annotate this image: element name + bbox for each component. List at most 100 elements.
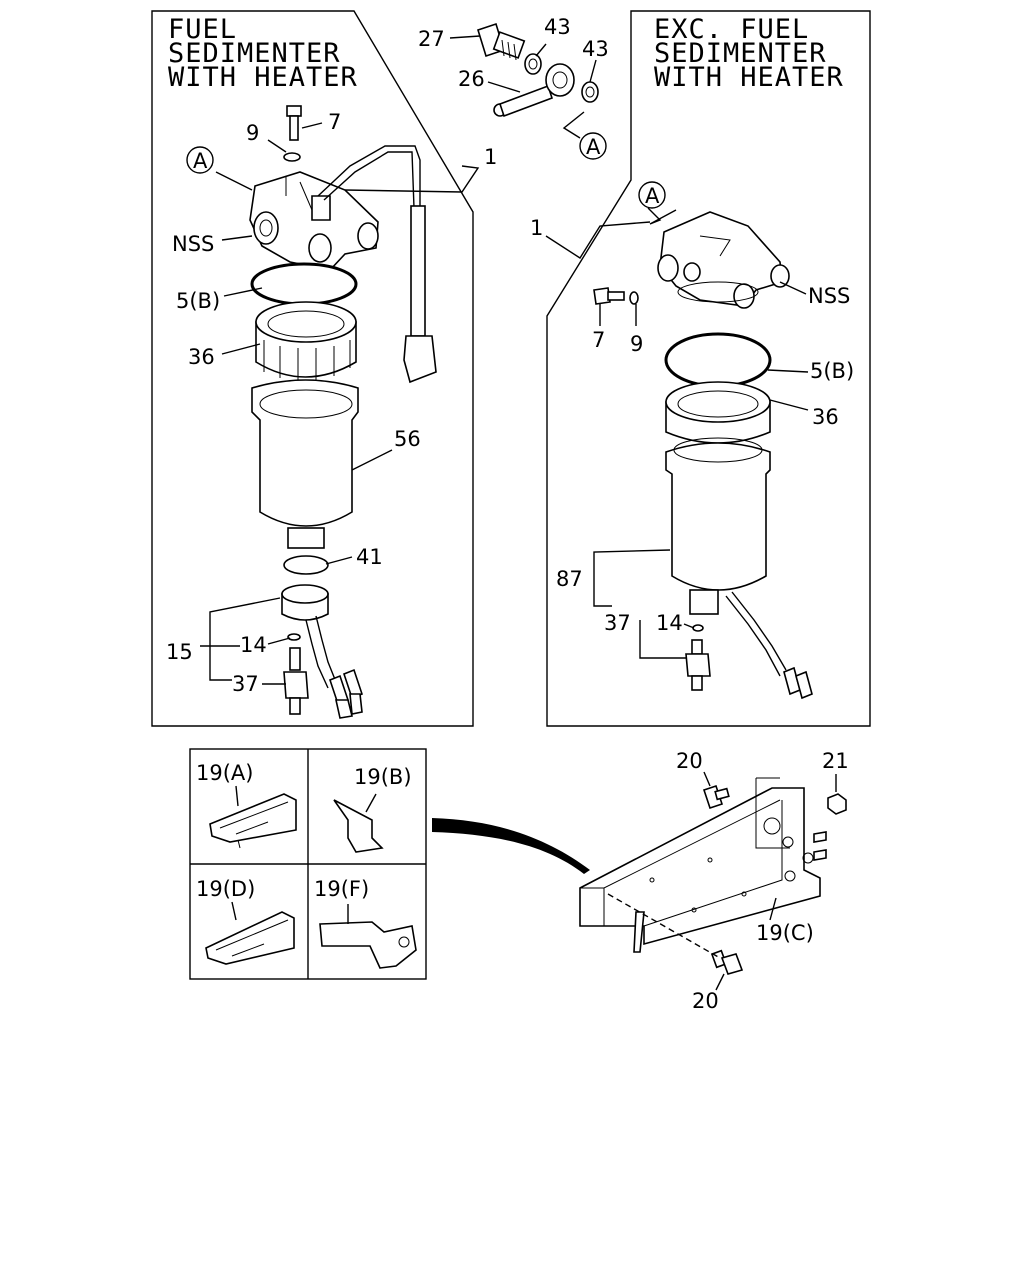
pipe-26: [493, 63, 575, 118]
ref-a-right: A: [645, 184, 660, 208]
fitting-group-a: 27 43 26 43 A: [418, 15, 609, 160]
leader-36-right: [769, 399, 809, 411]
label-26: 26: [458, 67, 485, 91]
label-20-top: 20: [676, 749, 703, 773]
leader-1-right: [545, 221, 651, 259]
o-ring-41: [283, 555, 329, 575]
label-41: 41: [356, 545, 383, 569]
label-nss-right: NSS: [808, 284, 850, 308]
main-bracket-19c: [579, 777, 827, 953]
ring-nut-36-left: [255, 301, 357, 380]
leader-14-right: [683, 623, 695, 629]
label-87: 87: [556, 567, 583, 591]
left-panel: FUEL SEDIMENTER WITH HEATER: [151, 10, 497, 727]
right-panel: EXC. FUEL SEDIMENTER WITH HEATER: [530, 10, 871, 727]
ref-circle-a-left: [186, 146, 214, 174]
label-27: 27: [418, 27, 445, 51]
ref-a-left: A: [193, 149, 208, 173]
leader-56-left: [351, 449, 393, 471]
label-9-right: 9: [630, 332, 643, 356]
label-36-left: 36: [188, 345, 215, 369]
label-19a: 19(A): [196, 761, 253, 785]
leader-a-top: [562, 111, 585, 139]
leader-nss-left: [221, 235, 253, 241]
leader-19a: [235, 785, 239, 807]
bracket-variants-grid: 19(A) 19(B) 19(D) 19(F): [189, 748, 427, 980]
eye-bolt-27: [477, 22, 526, 61]
filter-head-left: [249, 171, 379, 271]
grid-dividers: [190, 749, 426, 979]
leader-19c: [769, 897, 777, 921]
leader-5b-left: [223, 287, 263, 297]
bolt-7-left: [286, 105, 302, 141]
label-9-left: 9: [246, 121, 259, 145]
label-36-right: 36: [812, 405, 839, 429]
label-21: 21: [822, 749, 849, 773]
filter-head-right: [657, 211, 790, 309]
washer-43-b: [581, 81, 599, 103]
ring-nut-36-right: [665, 381, 771, 444]
left-title-line-2: SEDIMENTER: [168, 38, 341, 69]
label-43-b: 43: [582, 37, 609, 61]
nut-21: [827, 793, 847, 815]
label-20-bottom: 20: [692, 989, 719, 1013]
leader-37-right: [639, 620, 686, 659]
seal-14-right: [692, 624, 704, 632]
washer-9-left: [283, 152, 301, 162]
leader-19d: [231, 901, 237, 921]
right-title-line-2: SEDIMENTER: [654, 38, 827, 69]
harness-connector: [403, 335, 437, 384]
filter-element-56-left: [251, 379, 359, 549]
leader-nss-right: [779, 281, 807, 295]
leader-5b-right: [767, 369, 809, 373]
seal-14-left: [287, 633, 301, 641]
leader-41: [325, 556, 353, 565]
o-ring-5b-right: [664, 332, 772, 388]
leader-20-top: [703, 771, 711, 787]
leader-a-right: [647, 207, 677, 225]
label-nss-left: NSS: [172, 232, 214, 256]
leader-87-bottom: [593, 578, 612, 607]
leader-a-left: [215, 171, 253, 191]
drain-plug-37-right: [685, 639, 711, 691]
washer-9-right: [629, 291, 639, 305]
label-19b: 19(B): [354, 765, 412, 789]
label-1-left: 1: [484, 145, 497, 169]
leader-26: [487, 81, 521, 93]
o-ring-5b-left: [250, 262, 358, 306]
leader-19b: [365, 793, 377, 813]
leader-43-b: [589, 59, 597, 83]
ref-circle-a-right: [638, 181, 666, 209]
label-7-right: 7: [592, 328, 605, 352]
leader-9-left: [267, 139, 287, 153]
leader-27: [449, 35, 481, 39]
bolt-7-right: [593, 287, 625, 305]
leader-15-top: [209, 597, 281, 646]
bolt-axis-dashed: [607, 893, 721, 959]
left-panel-border: [151, 10, 474, 727]
leader-87-top: [593, 549, 671, 578]
bracket-19b: [333, 799, 384, 853]
filter-element-87: [665, 437, 813, 700]
harness-wire-1: [317, 145, 421, 208]
leader-20-bottom: [715, 973, 725, 991]
label-5b-left: 5(B): [176, 289, 220, 313]
ref-circle-a-top: [579, 132, 607, 160]
leader-14-left: [267, 637, 291, 645]
label-19f: 19(F): [314, 877, 369, 901]
leader-7-left: [301, 122, 323, 129]
label-19c: 19(C): [756, 921, 814, 945]
washer-43-a: [524, 53, 542, 75]
label-19d: 19(D): [196, 877, 255, 901]
label-43-a: 43: [544, 15, 571, 39]
right-panel-border: [546, 10, 871, 727]
harness-wire-2: [323, 151, 415, 209]
variant-arrow: [432, 818, 590, 874]
label-14-left: 14: [240, 633, 267, 657]
label-37-left: 37: [232, 672, 259, 696]
leader-15-bottom: [209, 646, 232, 681]
left-title-line-1: FUEL: [168, 14, 237, 45]
label-7-left: 7: [328, 110, 341, 134]
